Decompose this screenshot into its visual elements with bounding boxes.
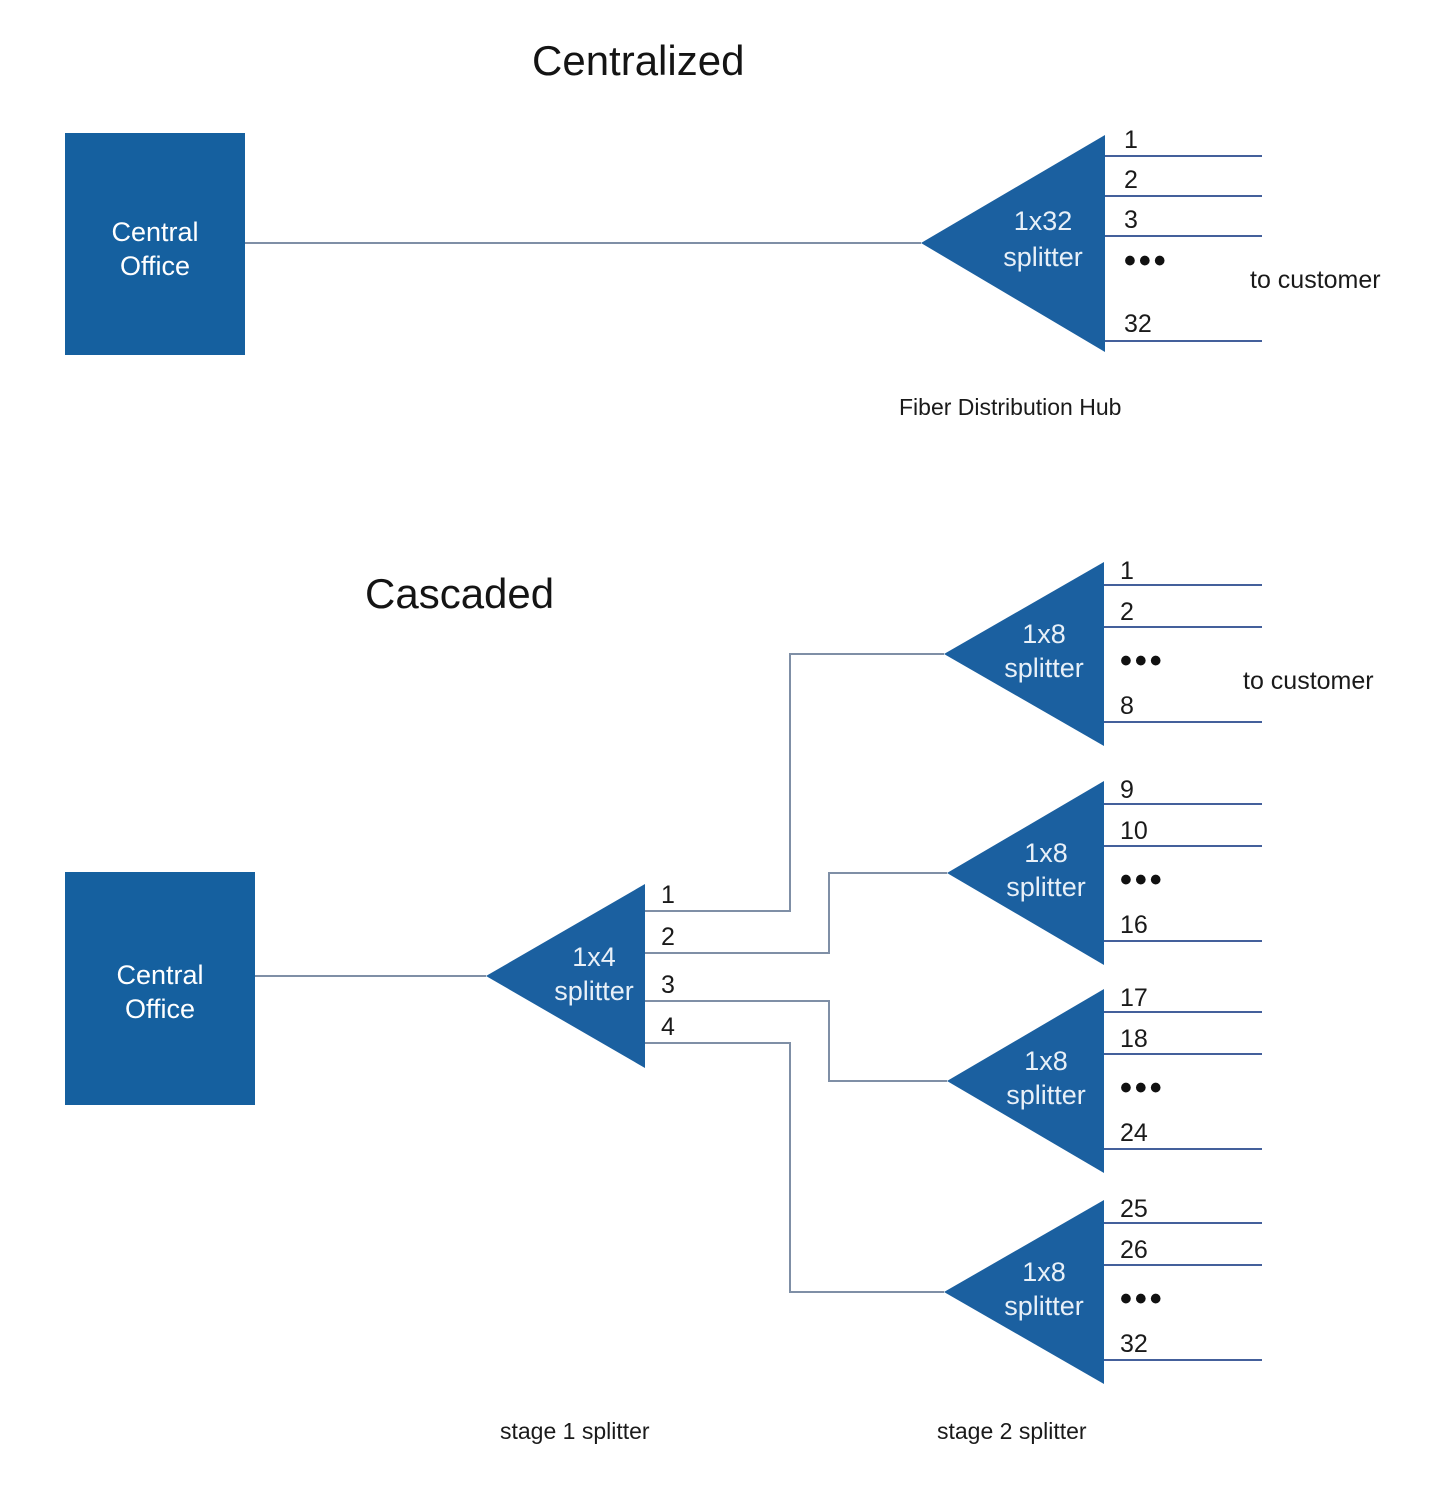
to-customer-label-cascaded: to customer bbox=[1243, 667, 1374, 695]
central-office-cascaded-label-line2: Office bbox=[125, 994, 195, 1024]
splitter-1x8-d-shape bbox=[944, 1200, 1104, 1384]
splitter-1x32-shape bbox=[921, 135, 1105, 352]
port-label-a-2: 2 bbox=[1120, 598, 1134, 626]
splitter-1x8-c-label-line1: 1x8 bbox=[1024, 1046, 1068, 1076]
port-label-centralized-32: 32 bbox=[1124, 310, 1152, 338]
interconnect-stage1-port3 bbox=[645, 1000, 947, 1082]
stage-1-splitter-caption: stage 1 splitter bbox=[500, 1418, 650, 1444]
splitter-1x4-label-line1: 1x4 bbox=[572, 942, 616, 972]
central-office-cascaded-label-line1: Central bbox=[116, 960, 203, 990]
cascaded-title: Cascaded bbox=[365, 570, 554, 617]
port-label-d-ellipsis: ••• bbox=[1120, 1280, 1165, 1318]
port-label-centralized-2: 2 bbox=[1124, 166, 1138, 194]
port-label-stage1-4: 4 bbox=[661, 1013, 675, 1041]
fiber-distribution-hub-caption: Fiber Distribution Hub bbox=[899, 394, 1121, 420]
port-label-stage1-2: 2 bbox=[661, 923, 675, 951]
splitter-1x8-a-label-line2: splitter bbox=[1004, 653, 1084, 683]
port-label-b-10: 10 bbox=[1120, 817, 1148, 845]
interconnect-stage1-port2 bbox=[645, 872, 947, 954]
port-label-c-ellipsis: ••• bbox=[1120, 1069, 1165, 1107]
port-label-a-1: 1 bbox=[1120, 557, 1134, 585]
centralized-title: Centralized bbox=[532, 37, 744, 84]
splitter-1x4-shape bbox=[486, 884, 645, 1068]
splitter-1x8-a-label-line1: 1x8 bbox=[1022, 619, 1066, 649]
interconnect-stage1-port4 bbox=[645, 1042, 944, 1293]
splitter-1x8-b-label-line2: splitter bbox=[1006, 872, 1086, 902]
port-label-b-ellipsis: ••• bbox=[1120, 861, 1165, 899]
central-office-box-centralized bbox=[65, 133, 245, 355]
port-label-stage1-1: 1 bbox=[661, 881, 675, 909]
splitter-1x4-label-line2: splitter bbox=[554, 976, 634, 1006]
cascaded-diagram: Cascaded Central Office 1x4 splitter 1 2… bbox=[65, 557, 1374, 1444]
port-label-d-26: 26 bbox=[1120, 1236, 1148, 1264]
splitter-1x32-label-line1: 1x32 bbox=[1014, 206, 1073, 236]
splitter-1x8-a-shape bbox=[944, 562, 1104, 746]
centralized-diagram: Centralized Central Office 1x32 splitter… bbox=[65, 37, 1381, 420]
port-label-b-9: 9 bbox=[1120, 776, 1134, 804]
central-office-box-cascaded bbox=[65, 872, 255, 1105]
port-label-stage1-3: 3 bbox=[661, 971, 675, 999]
port-label-centralized-ellipsis: ••• bbox=[1124, 242, 1169, 280]
port-label-centralized-3: 3 bbox=[1124, 206, 1138, 234]
port-label-c-24: 24 bbox=[1120, 1119, 1148, 1147]
central-office-label-line2: Office bbox=[120, 251, 190, 281]
splitter-1x8-c-label-line2: splitter bbox=[1006, 1080, 1086, 1110]
port-label-c-17: 17 bbox=[1120, 984, 1148, 1012]
splitter-1x8-d-label-line1: 1x8 bbox=[1022, 1257, 1066, 1287]
port-label-a-8: 8 bbox=[1120, 692, 1134, 720]
splitter-1x8-b-label-line1: 1x8 bbox=[1024, 838, 1068, 868]
port-label-centralized-1: 1 bbox=[1124, 126, 1138, 154]
port-label-b-16: 16 bbox=[1120, 911, 1148, 939]
splitter-1x8-d-label-line2: splitter bbox=[1004, 1291, 1084, 1321]
stage-2-splitter-caption: stage 2 splitter bbox=[937, 1418, 1087, 1444]
to-customer-label-centralized: to customer bbox=[1250, 266, 1381, 294]
port-label-a-ellipsis: ••• bbox=[1120, 642, 1165, 680]
interconnect-stage1-port1 bbox=[645, 653, 944, 912]
port-label-d-32: 32 bbox=[1120, 1330, 1148, 1358]
splitter-1x32-label-line2: splitter bbox=[1003, 242, 1083, 272]
port-label-d-25: 25 bbox=[1120, 1195, 1148, 1223]
splitter-1x8-b-shape bbox=[947, 781, 1104, 965]
port-label-c-18: 18 bbox=[1120, 1025, 1148, 1053]
splitter-1x8-c-shape bbox=[947, 989, 1104, 1173]
central-office-label-line1: Central bbox=[111, 217, 198, 247]
